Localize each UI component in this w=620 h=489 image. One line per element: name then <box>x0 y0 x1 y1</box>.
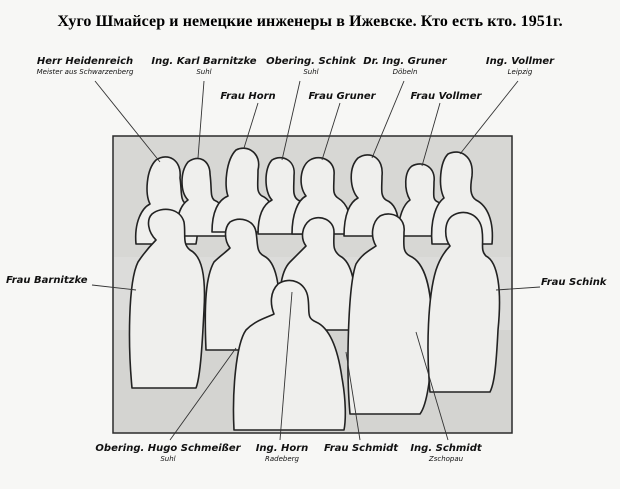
pointer-ing-schmidt <box>415 331 449 441</box>
silhouette-frau-schink <box>427 211 501 393</box>
label-ing-horn: Ing. Horn Radeberg <box>255 443 309 463</box>
silhouette-frau-horn <box>211 147 276 233</box>
label-ing-schmidt-name: Ing. Schmidt <box>410 443 482 454</box>
label-schink: Obering. Schink Suhl <box>266 56 356 76</box>
label-hugo-schmeisser: Obering. Hugo Schmeißer Suhl <box>95 443 241 463</box>
label-vollmer: Ing. Vollmer Leipzig <box>485 56 555 76</box>
label-frau-schmidt: Frau Schmidt <box>323 443 399 455</box>
pointer-frau-schmidt <box>345 351 361 441</box>
label-ing-schmidt: Ing. Schmidt Zschopau <box>410 443 482 463</box>
pointer-gruner <box>371 80 405 159</box>
label-schink-name: Obering. Schink <box>266 56 356 67</box>
pointer-frau-gruner <box>321 102 341 161</box>
pointer-frau-barnitzke <box>91 284 137 291</box>
label-frau-vollmer: Frau Vollmer <box>410 91 482 103</box>
label-hugo-schmeisser-name: Obering. Hugo Schmeißer <box>95 443 241 454</box>
pointer-frau-horn <box>243 102 259 149</box>
label-schink-place: Suhl <box>303 67 319 76</box>
label-vollmer-place: Leipzig <box>507 67 533 76</box>
label-frau-barnitzke: Frau Barnitzke <box>6 275 88 287</box>
pointer-frau-schink <box>495 286 541 291</box>
label-frau-schmidt-name: Frau Schmidt <box>323 443 399 454</box>
label-hugo-schmeisser-place: Suhl <box>160 454 176 463</box>
pointer-schink <box>281 80 301 161</box>
page-title: Хуго Шмайсер и немецкие инженеры в Ижевс… <box>57 13 563 30</box>
pointer-karl-barnitzke <box>197 80 205 159</box>
silhouette-frau-barnitzke <box>128 208 206 389</box>
label-frau-schink-name: Frau Schink <box>541 277 607 288</box>
label-frau-gruner-name: Frau Gruner <box>308 91 376 102</box>
label-frau-gruner: Frau Gruner <box>308 91 376 103</box>
label-frau-horn-name: Frau Horn <box>220 91 276 102</box>
pointer-hugo-schmeisser <box>169 347 237 441</box>
label-karl-barnitzke: Ing. Karl Barnitzke Suhl <box>151 56 257 76</box>
silhouette-frau-gruner <box>291 156 352 235</box>
pointer-frau-vollmer <box>421 102 441 167</box>
label-ing-horn-name: Ing. Horn <box>255 443 309 454</box>
silhouette-hugo-schmeisser <box>232 279 347 431</box>
pointer-ing-horn <box>279 291 293 441</box>
label-gruner: Dr. Ing. Gruner Döbeln <box>363 56 447 76</box>
label-frau-horn: Frau Horn <box>220 91 276 103</box>
label-frau-schink: Frau Schink <box>541 277 607 289</box>
label-ing-schmidt-place: Zschopau <box>428 454 464 463</box>
label-frau-vollmer-name: Frau Vollmer <box>410 91 482 102</box>
label-karl-barnitzke-name: Ing. Karl Barnitzke <box>151 56 257 67</box>
label-vollmer-name: Ing. Vollmer <box>485 56 555 67</box>
label-ing-horn-place: Radeberg <box>265 454 299 463</box>
label-karl-barnitzke-place: Suhl <box>196 67 212 76</box>
pointer-vollmer <box>459 80 519 155</box>
label-gruner-name: Dr. Ing. Gruner <box>363 56 447 67</box>
label-gruner-place: Döbeln <box>392 67 418 76</box>
pointer-heidenreich <box>94 80 161 163</box>
label-heidenreich: Herr Heidenreich Meister aus Schwarzenbe… <box>36 56 134 76</box>
label-heidenreich-name: Herr Heidenreich <box>36 56 134 67</box>
label-heidenreich-place: Meister aus Schwarzenberg <box>36 67 134 76</box>
label-frau-barnitzke-name: Frau Barnitzke <box>6 275 88 286</box>
